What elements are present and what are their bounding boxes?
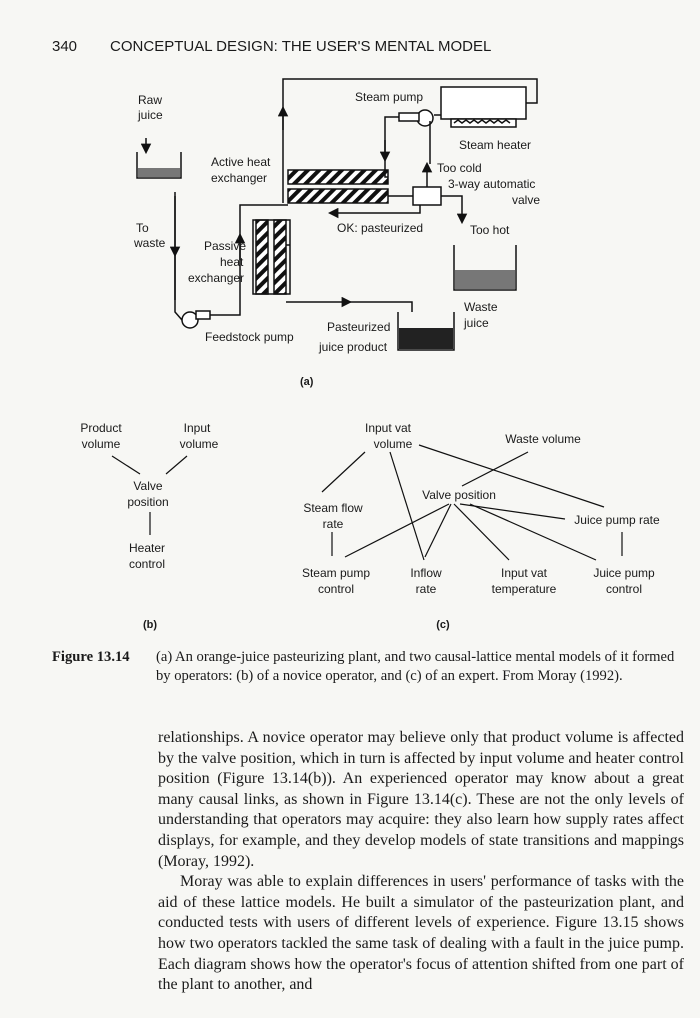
figure-label: Input vat [501,566,548,580]
product-vat [397,312,455,351]
panel-b-lattice [111,455,188,535]
body-text: relationships. A novice operator may bel… [158,728,684,996]
figure-label: Juice pump [593,566,655,580]
figure-label: volume [82,437,121,451]
figure-label: valve [512,193,540,207]
feedstock-pump [181,310,211,329]
figure-label: juice product [318,340,388,354]
figure-label: Pasteurized [327,320,390,334]
panel-c-lattice [321,444,623,561]
figure-label: waste [133,236,166,250]
figure-label: Too hot [470,223,510,237]
figure-caption: Figure 13.14 (a) An orange-juice pasteur… [52,648,682,686]
running-title: CONCEPTUAL DESIGN: THE USER'S MENTAL MOD… [110,38,492,55]
panel-b-label: (b) [143,619,157,631]
figure-label: Heater [129,541,165,555]
figure-label: Input [184,421,211,435]
active-heat-exchanger [287,169,389,204]
figure-label: Valve [133,479,162,493]
page-number: 340 [52,38,78,55]
figure-label: control [129,557,165,571]
figure-label: Inflow [410,566,442,580]
paragraph-2: Moray was able to explain differences in… [158,873,684,994]
figure-label: exchanger [188,271,244,285]
three-way-valve [412,186,442,206]
figure-label: Raw [138,93,162,107]
figure-label: rate [323,517,344,531]
figure-label: Active heat [211,155,271,169]
figure-label: control [318,582,354,596]
panel-c-labels: Input vat volume Waste volume Valve posi… [302,421,660,631]
figure-13-14: Raw juice Steam pump Steam heater Active… [80,78,660,631]
figure-label: position [127,495,168,509]
figure-label: Product [80,421,122,435]
panel-a-schematic [136,78,538,351]
caption-text: (a) An orange-juice pasteurizing plant, … [156,649,675,684]
figure-label: Waste [464,300,498,314]
figure-label: exchanger [211,171,267,185]
passive-heat-exchanger [252,219,291,295]
steam-pump [398,109,434,127]
figure-label: Passive [204,239,246,253]
figure-label: volume [180,437,219,451]
panel-a-label: (a) [300,376,314,388]
figure-label: heat [220,255,244,269]
waste-juice-vat [453,245,517,291]
figure-label: Waste volume [505,432,581,446]
steam-heater [440,86,527,128]
figure-label: Too cold [437,161,482,175]
figure-label: To [136,221,149,235]
figure-label: Steam heater [459,138,531,152]
panel-c-label: (c) [436,619,450,631]
figure-label: juice [463,316,489,330]
figure-label: Steam pump [355,90,423,104]
panel-b-labels: Product volume Input volume Valve positi… [80,421,218,631]
figure-label: control [606,582,642,596]
figure-label: Steam pump [302,566,370,580]
figure-label: temperature [492,582,557,596]
figure-label: Steam flow [303,501,363,515]
raw-juice-vat [136,152,182,179]
figure-label: Feedstock pump [205,330,294,344]
figure-label: volume [374,437,413,451]
figure-label: Valve position [422,488,496,502]
figure-label: rate [416,582,437,596]
figure-label: 3-way automatic [448,177,535,191]
figure-label: Input vat [365,421,412,435]
panel-a-labels: Raw juice Steam pump Steam heater Active… [133,90,540,388]
caption-label: Figure 13.14 [52,649,130,665]
running-head: 340 CONCEPTUAL DESIGN: THE USER'S MENTAL … [52,38,491,55]
paragraph-1: relationships. A novice operator may bel… [158,729,684,870]
figure-label: juice [137,108,163,122]
figure-label: OK: pasteurized [337,221,423,235]
figure-label: Juice pump rate [574,513,660,527]
